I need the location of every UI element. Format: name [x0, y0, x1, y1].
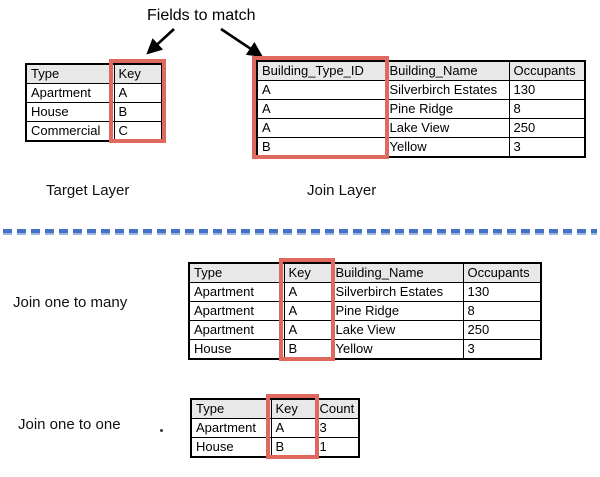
- column-header: Key: [270, 398, 316, 419]
- table-cell: B: [270, 437, 316, 458]
- column-header: Occupants: [508, 60, 586, 81]
- table-cell: B: [113, 102, 163, 122]
- table-cell: C: [113, 121, 163, 142]
- table-cell: Yellow: [330, 339, 464, 360]
- table-cell: Lake View: [384, 118, 510, 138]
- table-cell: A: [256, 118, 386, 138]
- table-cell: Commercial: [25, 121, 115, 142]
- table-cell: 3: [508, 137, 586, 158]
- table-cell: A: [256, 99, 386, 119]
- column-header: Key: [283, 262, 332, 283]
- table-cell: 3: [314, 418, 360, 438]
- table-cell: Pine Ridge: [330, 301, 464, 321]
- table-cell: A: [113, 83, 163, 103]
- table-cell: 250: [508, 118, 586, 138]
- table-cell: House: [25, 102, 115, 122]
- table-cell: Apartment: [188, 282, 285, 302]
- table-cell: Apartment: [188, 320, 285, 340]
- target-layer-label: Target Layer: [46, 182, 130, 199]
- table-cell: 130: [508, 80, 586, 100]
- table-cell: Apartment: [188, 301, 285, 321]
- table-cell: Apartment: [190, 418, 272, 438]
- table-cell: Apartment: [25, 83, 115, 103]
- column-header: Building_Type_ID: [256, 60, 386, 81]
- table-cell: 1: [314, 437, 360, 458]
- arrow-to-join-key-icon: [220, 27, 264, 58]
- column-header: Key: [113, 63, 163, 84]
- table-cell: 8: [462, 301, 542, 321]
- table-cell: A: [256, 80, 386, 100]
- column-header: Type: [25, 63, 115, 84]
- table-cell: Yellow: [384, 137, 510, 158]
- table-cell: 8: [508, 99, 586, 119]
- stray-dot: [160, 429, 163, 432]
- table-cell: Lake View: [330, 320, 464, 340]
- table-cell: B: [283, 339, 332, 360]
- table-cell: Silverbirch Estates: [384, 80, 510, 100]
- column-header: Count: [314, 398, 360, 419]
- table-cell: 3: [462, 339, 542, 360]
- table-cell: House: [188, 339, 285, 360]
- table-cell: Silverbirch Estates: [330, 282, 464, 302]
- join-layer-label: Join Layer: [307, 182, 377, 199]
- column-header: Type: [190, 398, 272, 419]
- table-cell: A: [283, 282, 332, 302]
- arrow-to-target-key-icon: [146, 28, 175, 55]
- table-cell: 130: [462, 282, 542, 302]
- table-cell: A: [270, 418, 316, 438]
- join-one-to-many-label: Join one to many: [13, 294, 128, 311]
- table-cell: House: [190, 437, 272, 458]
- fields-to-match-title: Fields to match: [147, 7, 256, 24]
- column-header: Building_Name: [384, 60, 510, 81]
- join-one-to-one-label: Join one to one: [18, 416, 121, 433]
- table-cell: A: [283, 301, 332, 321]
- table-cell: A: [283, 320, 332, 340]
- column-header: Building_Name: [330, 262, 464, 283]
- section-divider: [3, 229, 597, 235]
- table-cell: 250: [462, 320, 542, 340]
- column-header: Occupants: [462, 262, 542, 283]
- column-header: Type: [188, 262, 285, 283]
- table-cell: B: [256, 137, 386, 158]
- table-cell: Pine Ridge: [384, 99, 510, 119]
